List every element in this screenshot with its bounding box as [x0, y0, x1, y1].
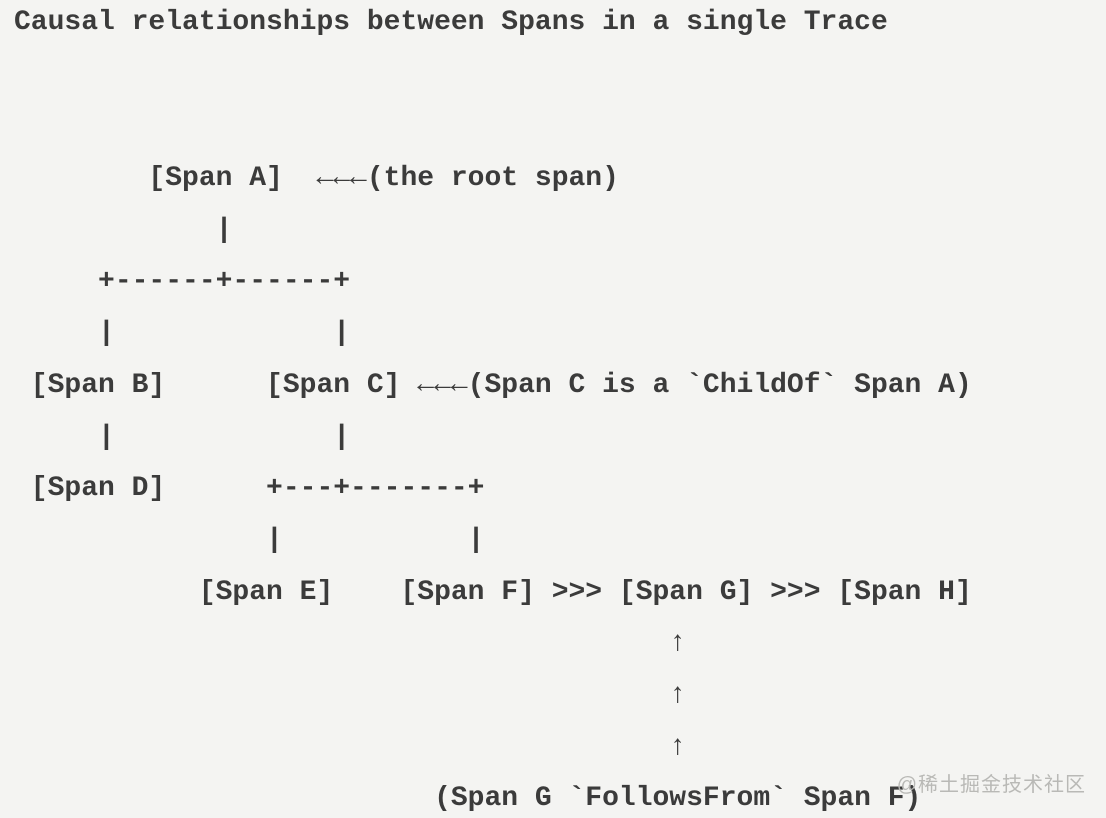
page-title: Causal relationships between Spans in a … — [14, 7, 888, 38]
juejin-watermark: @稀土掘金技术社区 — [896, 774, 1086, 796]
span-relationship-diagram: [Span A] ←←←(the root span) | +------+--… — [30, 163, 972, 815]
